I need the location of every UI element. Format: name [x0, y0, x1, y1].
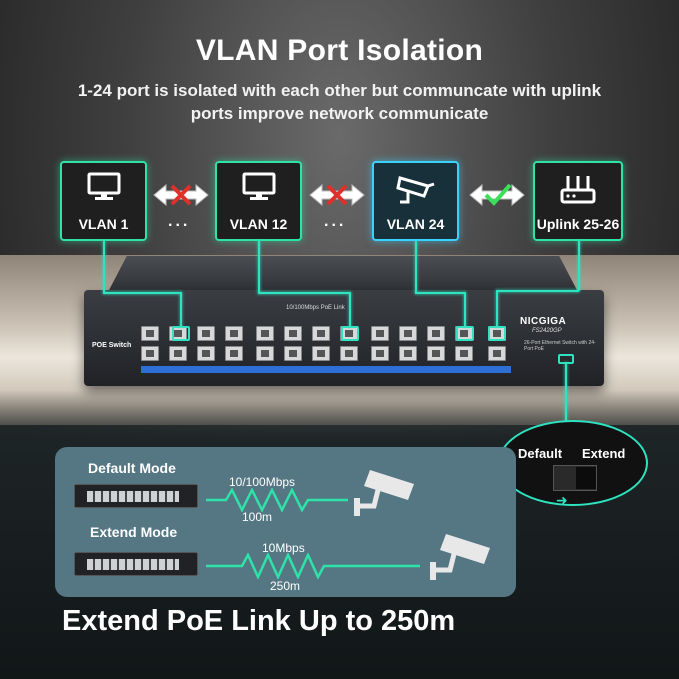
port-number-strip — [141, 366, 511, 373]
ellipsis-dots: ... — [168, 213, 191, 230]
uplink-box: Uplink 25-26 — [533, 161, 623, 241]
mode-default-label: Default — [518, 446, 563, 461]
default-distance: 100m — [242, 510, 273, 524]
footer-tagline: Extend PoE Link Up to 250m — [62, 605, 456, 637]
switch-description: 26-Port Ethernet Switch with 24-Port PoE — [524, 340, 596, 352]
mode-toggle-knob — [576, 467, 596, 489]
switch-model: FS2420GP — [532, 328, 562, 334]
rj45-port — [312, 346, 330, 361]
rj45-port — [197, 346, 215, 361]
allowed-arrow-icon — [469, 183, 525, 207]
vlan-label: VLAN 24 — [386, 216, 445, 232]
vlan-1-box: VLAN 1 — [60, 161, 147, 241]
extend-mode-label: Extend Mode — [90, 524, 178, 540]
mini-switch-extend — [74, 552, 198, 576]
extend-distance: 250m — [270, 579, 301, 593]
rj45-port — [225, 326, 243, 341]
page-subtitle: 1-24 port is isolated with each other bu… — [77, 81, 602, 123]
rj45-port — [455, 346, 473, 361]
rj45-port — [284, 326, 302, 341]
monitor-icon — [87, 172, 120, 200]
rj45-port — [312, 326, 330, 341]
rj45-port — [141, 326, 159, 341]
blocked-arrow-icon — [153, 183, 209, 207]
rj45-port — [371, 326, 389, 341]
port-highlight — [488, 326, 506, 341]
link-line — [258, 241, 260, 293]
default-mode-label: Default Mode — [88, 460, 176, 476]
mode-switch-zoom — [498, 420, 648, 506]
link-line — [496, 290, 498, 328]
link-line — [103, 241, 105, 293]
extend-speed: 10Mbps — [262, 541, 305, 555]
vlan-24-box: VLAN 24 — [372, 161, 459, 241]
link-line — [497, 290, 579, 292]
rj45-port — [427, 326, 445, 341]
camera-icon — [354, 470, 414, 516]
router-icon — [560, 176, 596, 204]
rj45-port — [256, 326, 274, 341]
rj45-port — [399, 346, 417, 361]
mini-switch-default — [74, 484, 198, 508]
link-line — [349, 292, 351, 328]
rj45-port — [141, 346, 159, 361]
page-title: VLAN Port Isolation — [195, 34, 484, 67]
switch-brand: NICGIGA — [520, 316, 567, 327]
rj45-port — [169, 346, 187, 361]
switch-top — [108, 256, 578, 292]
cable-zigzag-icon — [206, 488, 348, 512]
rj45-port — [399, 326, 417, 341]
rj45-port — [371, 346, 389, 361]
rj45-port — [340, 346, 358, 361]
link-line — [415, 241, 417, 293]
mode-switch-highlight — [558, 354, 574, 364]
link-line — [415, 292, 465, 294]
ellipsis-dots: ... — [324, 213, 347, 230]
switch-side-label: POE Switch — [92, 342, 132, 349]
vlan-label: VLAN 12 — [229, 216, 288, 232]
monitor-icon — [242, 172, 275, 200]
rj45-port — [427, 346, 445, 361]
link-line — [565, 362, 567, 422]
rj45-port — [197, 326, 215, 341]
rj45-port — [225, 346, 243, 361]
link-line — [464, 292, 466, 328]
uplink-port — [488, 346, 506, 361]
port-highlight — [172, 326, 190, 341]
rj45-port — [284, 346, 302, 361]
vlan-label: VLAN 1 — [78, 216, 129, 232]
link-line — [258, 292, 350, 294]
blocked-arrow-icon — [309, 183, 365, 207]
rj45-port — [256, 346, 274, 361]
arrow-right-icon: ➜ — [556, 492, 568, 508]
vlan-label: Uplink 25-26 — [536, 216, 620, 232]
vlan-12-box: VLAN 12 — [215, 161, 302, 241]
port-highlight — [341, 326, 359, 341]
port-band-label: 10/100Mbps PoE Link — [286, 305, 345, 311]
cable-zigzag-icon — [206, 553, 420, 579]
link-line — [103, 292, 181, 294]
mode-extend-label: Extend — [582, 446, 626, 461]
link-line — [180, 292, 182, 328]
port-highlight — [456, 326, 474, 341]
camera-icon — [430, 534, 490, 580]
camera-icon — [395, 176, 434, 204]
link-line — [578, 241, 580, 291]
default-speed: 10/100Mbps — [229, 475, 296, 489]
